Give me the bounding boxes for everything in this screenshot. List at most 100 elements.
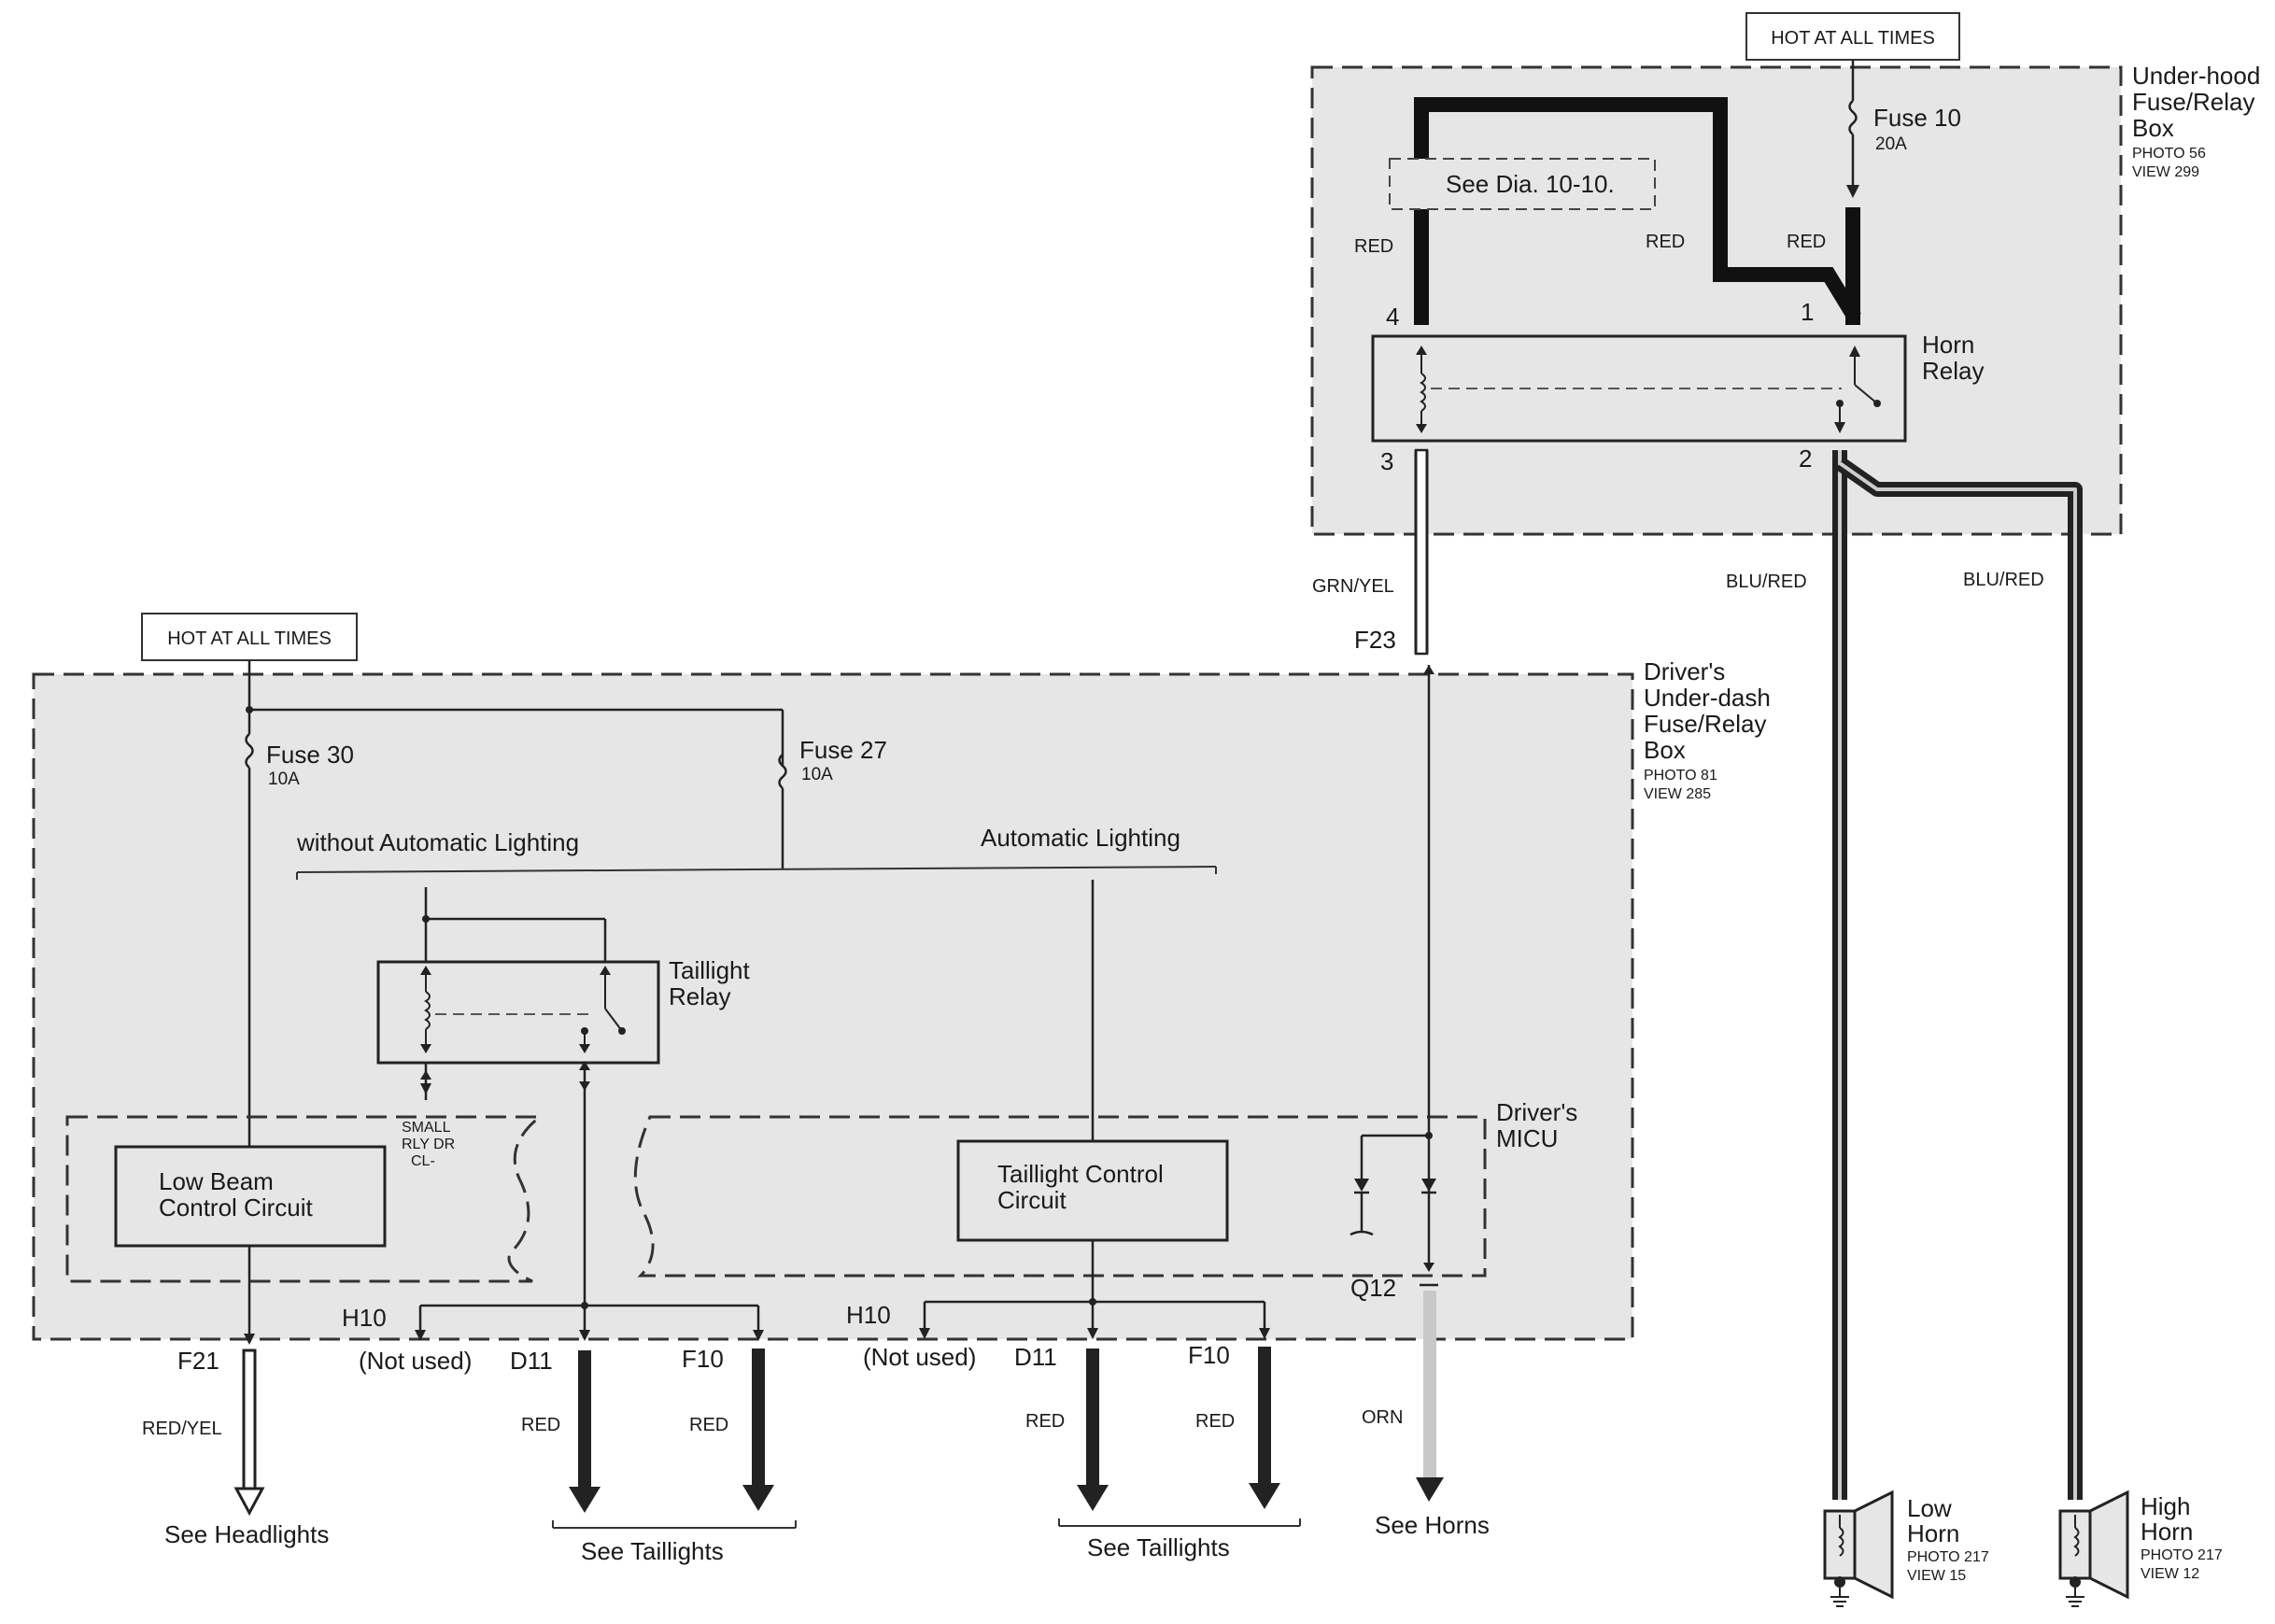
f10-label-a: F10 [682,1345,724,1373]
micu-diode-circuit: Q12 [1349,665,1436,1302]
wire-label-red-a: RED [1354,236,1393,257]
svg-text:Box: Box [1644,736,1686,764]
svg-text:GRN/YEL: GRN/YEL [1312,576,1394,597]
see-headlights-label: See Headlights [164,1520,329,1548]
connector-branch-left: H10 [244,1302,764,1345]
svg-text:Fuse 27: Fuse 27 [799,736,887,764]
svg-text:HOT AT ALL TIMES: HOT AT ALL TIMES [167,628,332,649]
red-wire-d11-b: RED [1025,1349,1109,1511]
svg-text:RED: RED [1025,1411,1065,1432]
svg-text:Fuse 10: Fuse 10 [1873,104,1961,132]
svg-text:Under-hood: Under-hood [2132,62,2260,90]
svg-text:See Taillights: See Taillights [581,1537,724,1565]
svg-text:SMALL: SMALL [402,1120,451,1136]
red-wire-loop [1414,97,1861,325]
svg-text:Relay: Relay [1922,357,1984,385]
red-wire-d11-a: RED [521,1350,601,1513]
hot-at-all-times-top: HOT AT ALL TIMES [1745,12,1960,61]
svg-text:RED: RED [521,1415,560,1435]
high-horn: High Horn PHOTO 217 VIEW 12 [2058,1490,2223,1607]
svg-text:Control Circuit: Control Circuit [159,1193,313,1222]
taillight-relay: Taillight Relay SMALL RLY DR CL- [376,887,750,1335]
svg-text:Box: Box [2132,114,2174,142]
svg-text:Horn: Horn [1922,331,1974,359]
wire-label-red-c: RED [1787,232,1826,252]
svg-text:ORN: ORN [1362,1407,1403,1428]
d11-label-b: D11 [1014,1343,1057,1371]
svg-text:MICU: MICU [1496,1124,1558,1152]
svg-text:PHOTO 217: PHOTO 217 [2141,1547,2223,1563]
svg-text:Horn: Horn [2141,1518,2193,1546]
red-yel-wire: RED/YEL [142,1349,265,1517]
svg-text:Taillight Control: Taillight Control [997,1160,1164,1188]
svg-text:High: High [2141,1492,2190,1520]
svg-text:Fuse 30: Fuse 30 [266,741,354,769]
svg-text:Taillight: Taillight [669,956,750,984]
svg-text:RED: RED [1195,1411,1235,1432]
svg-text:See Dia. 10-10.: See Dia. 10-10. [1446,170,1615,198]
hot-at-all-times-left: HOT AT ALL TIMES [141,613,358,661]
svg-text:without Automatic Lighting: without Automatic Lighting [296,828,579,856]
d11-label-a: D11 [510,1347,553,1375]
wire-label-red-b: RED [1646,232,1685,252]
low-beam-control-circuit: Low Beam Control Circuit [114,1145,387,1248]
see-dia-reference: See Dia. 10-10. [1389,158,1656,210]
svg-text:2: 2 [1799,445,1812,473]
svg-text:20A: 20A [1875,134,1907,154]
svg-text:See Taillights: See Taillights [1087,1533,1230,1561]
svg-text:PHOTO 81: PHOTO 81 [1644,768,1717,784]
svg-text:VIEW 299: VIEW 299 [2132,164,2199,180]
micu-left-region [65,1115,544,1283]
f10-label-b: F10 [1188,1341,1230,1369]
svg-text:RED: RED [689,1415,728,1435]
f21-label: F21 [177,1347,219,1375]
not-used-label-b: (Not used) [863,1343,976,1371]
see-horns-label: See Horns [1375,1511,1490,1539]
svg-text:Fuse/Relay: Fuse/Relay [2132,88,2255,116]
svg-text:Fuse/Relay: Fuse/Relay [1644,710,1767,738]
svg-text:3: 3 [1380,447,1393,475]
fuse-feed-wires [246,660,784,766]
lighting-option-bar: without Automatic Lighting Automatic Lig… [296,824,1217,1158]
svg-text:4: 4 [1386,303,1399,331]
grn-yel-wire: GRN/YEL F23 [1312,448,1429,656]
taillight-control-circuit: Taillight Control Circuit [956,1139,1229,1242]
svg-text:Low Beam: Low Beam [159,1167,274,1195]
red-wire-f10-b: RED [1195,1347,1280,1509]
wire-label-blured-2: BLU/RED [1963,570,2044,590]
underhood-box-label: Under-hood Fuse/Relay Box PHOTO 56 VIEW … [2132,62,2260,180]
see-taillights-a: See Taillights [552,1520,797,1565]
underdash-box-label: Driver's Under-dash Fuse/Relay Box PHOTO… [1644,657,1771,802]
svg-text:10A: 10A [801,765,833,784]
svg-text:VIEW 12: VIEW 12 [2141,1566,2199,1582]
svg-text:Under-dash: Under-dash [1644,684,1771,712]
svg-text:Horn: Horn [1907,1519,1959,1547]
svg-text:Relay: Relay [669,982,730,1010]
fuse-10: Fuse 10 20A [1846,60,1961,198]
svg-text:CL-: CL- [411,1153,435,1169]
blu-red-wire-high [1835,457,2083,1500]
fuse-27: Fuse 27 10A [778,736,887,868]
svg-text:1: 1 [1801,298,1814,326]
svg-text:PHOTO 217: PHOTO 217 [1907,1549,1989,1565]
horn-relay: 4 1 Horn Relay 3 2 [1371,298,1984,475]
svg-text:RED/YEL: RED/YEL [142,1419,222,1439]
orn-wire: ORN [1362,1283,1444,1502]
svg-text:HOT AT ALL TIMES: HOT AT ALL TIMES [1771,28,1935,49]
svg-text:Driver's: Driver's [1644,657,1725,685]
svg-text:VIEW 15: VIEW 15 [1907,1568,1966,1584]
red-wire-f10-a: RED [689,1349,774,1511]
svg-text:Circuit: Circuit [997,1186,1067,1214]
connector-branch-right: H10 [846,1298,1270,1339]
micu-right-region: Driver's MICU [633,1098,1577,1278]
svg-text:Driver's: Driver's [1496,1098,1577,1126]
svg-text:10A: 10A [268,770,300,789]
svg-text:VIEW 285: VIEW 285 [1644,786,1711,802]
svg-text:F23: F23 [1354,626,1396,654]
low-horn: Low Horn PHOTO 217 VIEW 15 [1823,1490,1989,1607]
not-used-label-a: (Not used) [359,1347,472,1375]
svg-text:H10: H10 [846,1301,891,1329]
svg-text:H10: H10 [342,1304,387,1332]
svg-text:Automatic Lighting: Automatic Lighting [981,824,1180,852]
